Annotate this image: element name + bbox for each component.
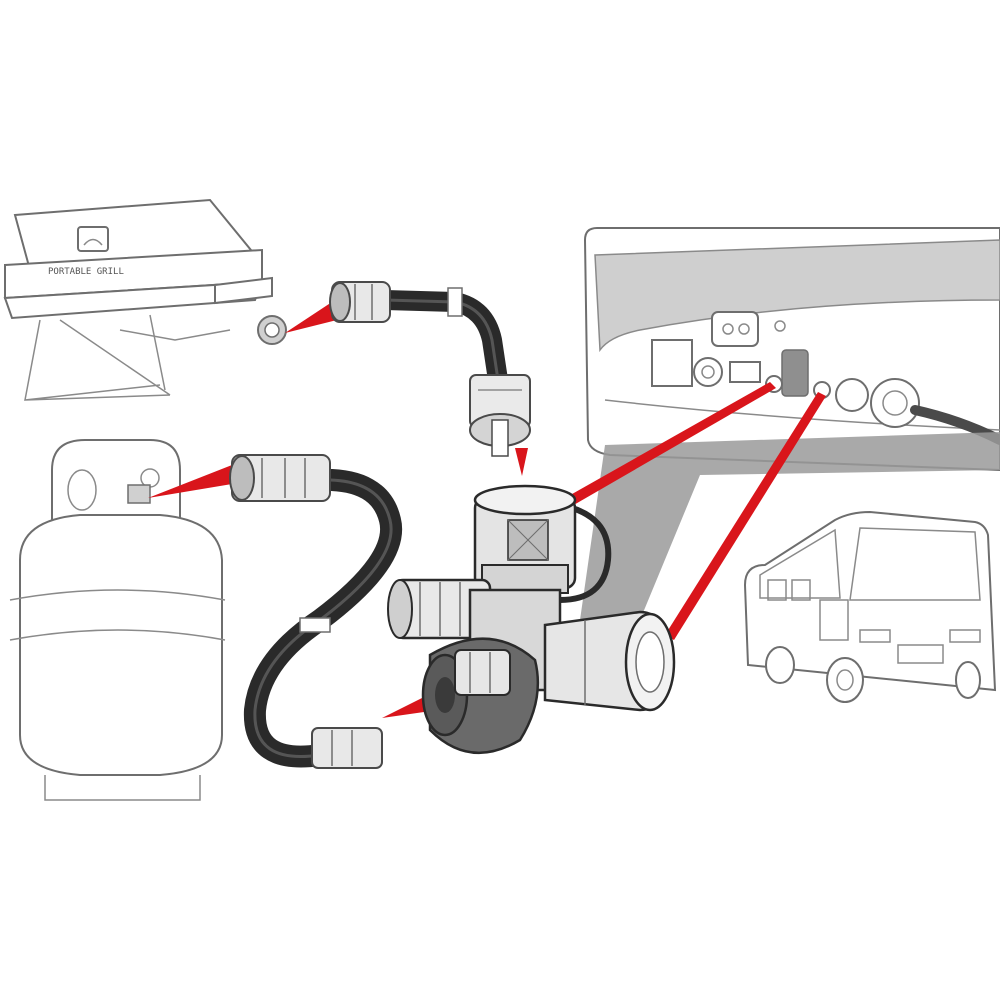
- tank-hose-end-fitting-icon: [311, 727, 383, 769]
- hose-break-mark: [299, 617, 331, 633]
- tank-hose-fitting-icon: [229, 454, 331, 502]
- grill-hose-assembly: [329, 281, 531, 457]
- rv-motorhome-icon: [743, 510, 997, 703]
- tank-collar: [51, 439, 181, 521]
- grill-inlet-icon: [257, 315, 287, 345]
- tank-hose-assembly: [229, 454, 403, 769]
- projection-beam: [580, 432, 1000, 620]
- pointer-lines: [148, 300, 826, 718]
- tee-top-coupling-icon: [473, 484, 577, 594]
- pointer-grill-hose-to-tee: [515, 448, 528, 476]
- rv-electrical-outlet-icon: [711, 311, 786, 347]
- rv-panel-plate: [651, 339, 693, 387]
- tank-valve-icon: [127, 484, 151, 504]
- tee-right-outlet-icon: [543, 610, 676, 712]
- grill-badge: PORTABLE GRILL: [48, 267, 124, 277]
- rv-propane-port-panel: [583, 227, 1000, 472]
- grill-hose-adapter-icon: [469, 374, 531, 457]
- propane-tank-icon: [9, 439, 226, 801]
- pointer-rv-right: [665, 392, 826, 640]
- grill-icon: PORTABLE GRILL: [3, 198, 287, 401]
- hose-break-mark: [447, 287, 463, 317]
- tee-bottom-cap-icon: [421, 637, 540, 755]
- grill-handle: [214, 276, 273, 305]
- tee-tether: [559, 502, 612, 603]
- pointer-tank: [148, 465, 238, 498]
- tank-body: [19, 514, 223, 776]
- tee-adapter-fitting: [387, 484, 676, 755]
- grill-hose-fitting-icon: [329, 281, 391, 323]
- pointer-rv-left: [565, 382, 776, 506]
